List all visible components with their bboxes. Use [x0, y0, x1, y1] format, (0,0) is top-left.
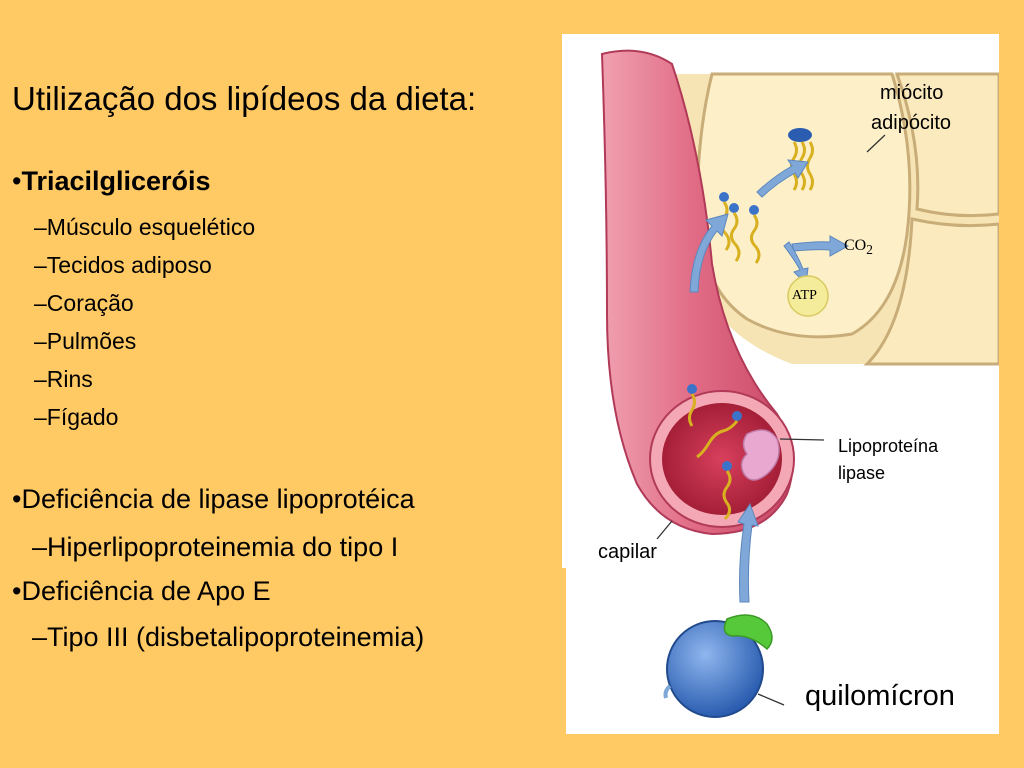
bullet-triacilglicerois: •Triacilgliceróis — [12, 166, 211, 197]
chylomicron-core — [666, 620, 764, 718]
sub-item-coracao: –Coração — [34, 290, 134, 316]
label-lipoproteina: Lipoproteína — [838, 436, 939, 456]
co2-subscript: 2 — [866, 242, 873, 258]
label-co2: CO2 — [844, 236, 873, 260]
sub-item-tecidos: –Tecidos adiposo — [34, 252, 212, 278]
slide-title: Utilização dos lipídeos da dieta: — [12, 80, 477, 117]
diagram-illustration — [562, 34, 1001, 734]
lipid-metabolism-diagram: miócito adipócito CO2 ATP Lipoproteína l… — [562, 34, 1001, 734]
label-adipocito: adipócito — [871, 112, 952, 134]
bullet-marker: • — [12, 576, 22, 606]
apo-cap — [723, 614, 773, 651]
sub-item-figado: –Fígado — [34, 404, 119, 430]
bullet-marker: • — [12, 166, 22, 196]
atp-circle — [787, 275, 829, 317]
label-lipase: lipase — [838, 463, 886, 483]
sub-item-rins: –Rins — [34, 366, 93, 392]
sub-item-musculo: –Músculo esquelético — [34, 214, 256, 240]
leader-lines — [656, 134, 886, 706]
capillary-lumen — [662, 403, 782, 515]
label-capilar: capilar — [598, 541, 657, 563]
arrow-to-co2 — [791, 235, 850, 257]
bullet-heading: Deficiência de Apo E — [21, 576, 271, 606]
lipase-enzyme — [740, 429, 780, 481]
sub-item-tipo-iii: –Tipo III (disbetalipoproteinemia) — [32, 622, 425, 652]
lumen-lipids — [687, 384, 742, 521]
panel-notch-left — [562, 568, 566, 734]
label-quilomicron: quilomícron — [805, 680, 955, 712]
cell-neighbor-right — [894, 72, 1001, 218]
bullet-deficiencia-apoe: •Deficiência de Apo E — [12, 576, 271, 607]
sub-item-hiperlipo: –Hiperlipoproteinemia do tipo I — [32, 532, 399, 562]
bullet-heading: Deficiência de lipase lipoprotéica — [21, 484, 415, 514]
bullet-heading: Triacilgliceróis — [21, 166, 211, 196]
label-atp: ATP — [792, 288, 817, 303]
label-miocito: miócito — [880, 82, 944, 104]
arrow-into-cell — [689, 213, 729, 293]
arrow-particle-to-vessel — [737, 502, 759, 603]
co2-text: CO — [844, 237, 867, 254]
cell-tissue — [672, 72, 1001, 366]
sub-item-pulmoes: –Pulmões — [34, 328, 137, 354]
apo-tail — [663, 684, 672, 699]
cell-neighbor-lower — [863, 217, 1001, 366]
bullet-marker: • — [12, 484, 22, 514]
chylomicron — [663, 614, 773, 718]
arrow-to-storage — [756, 159, 809, 198]
bullet-deficiencia-lipase: •Deficiência de lipase lipoprotéica — [12, 484, 415, 515]
